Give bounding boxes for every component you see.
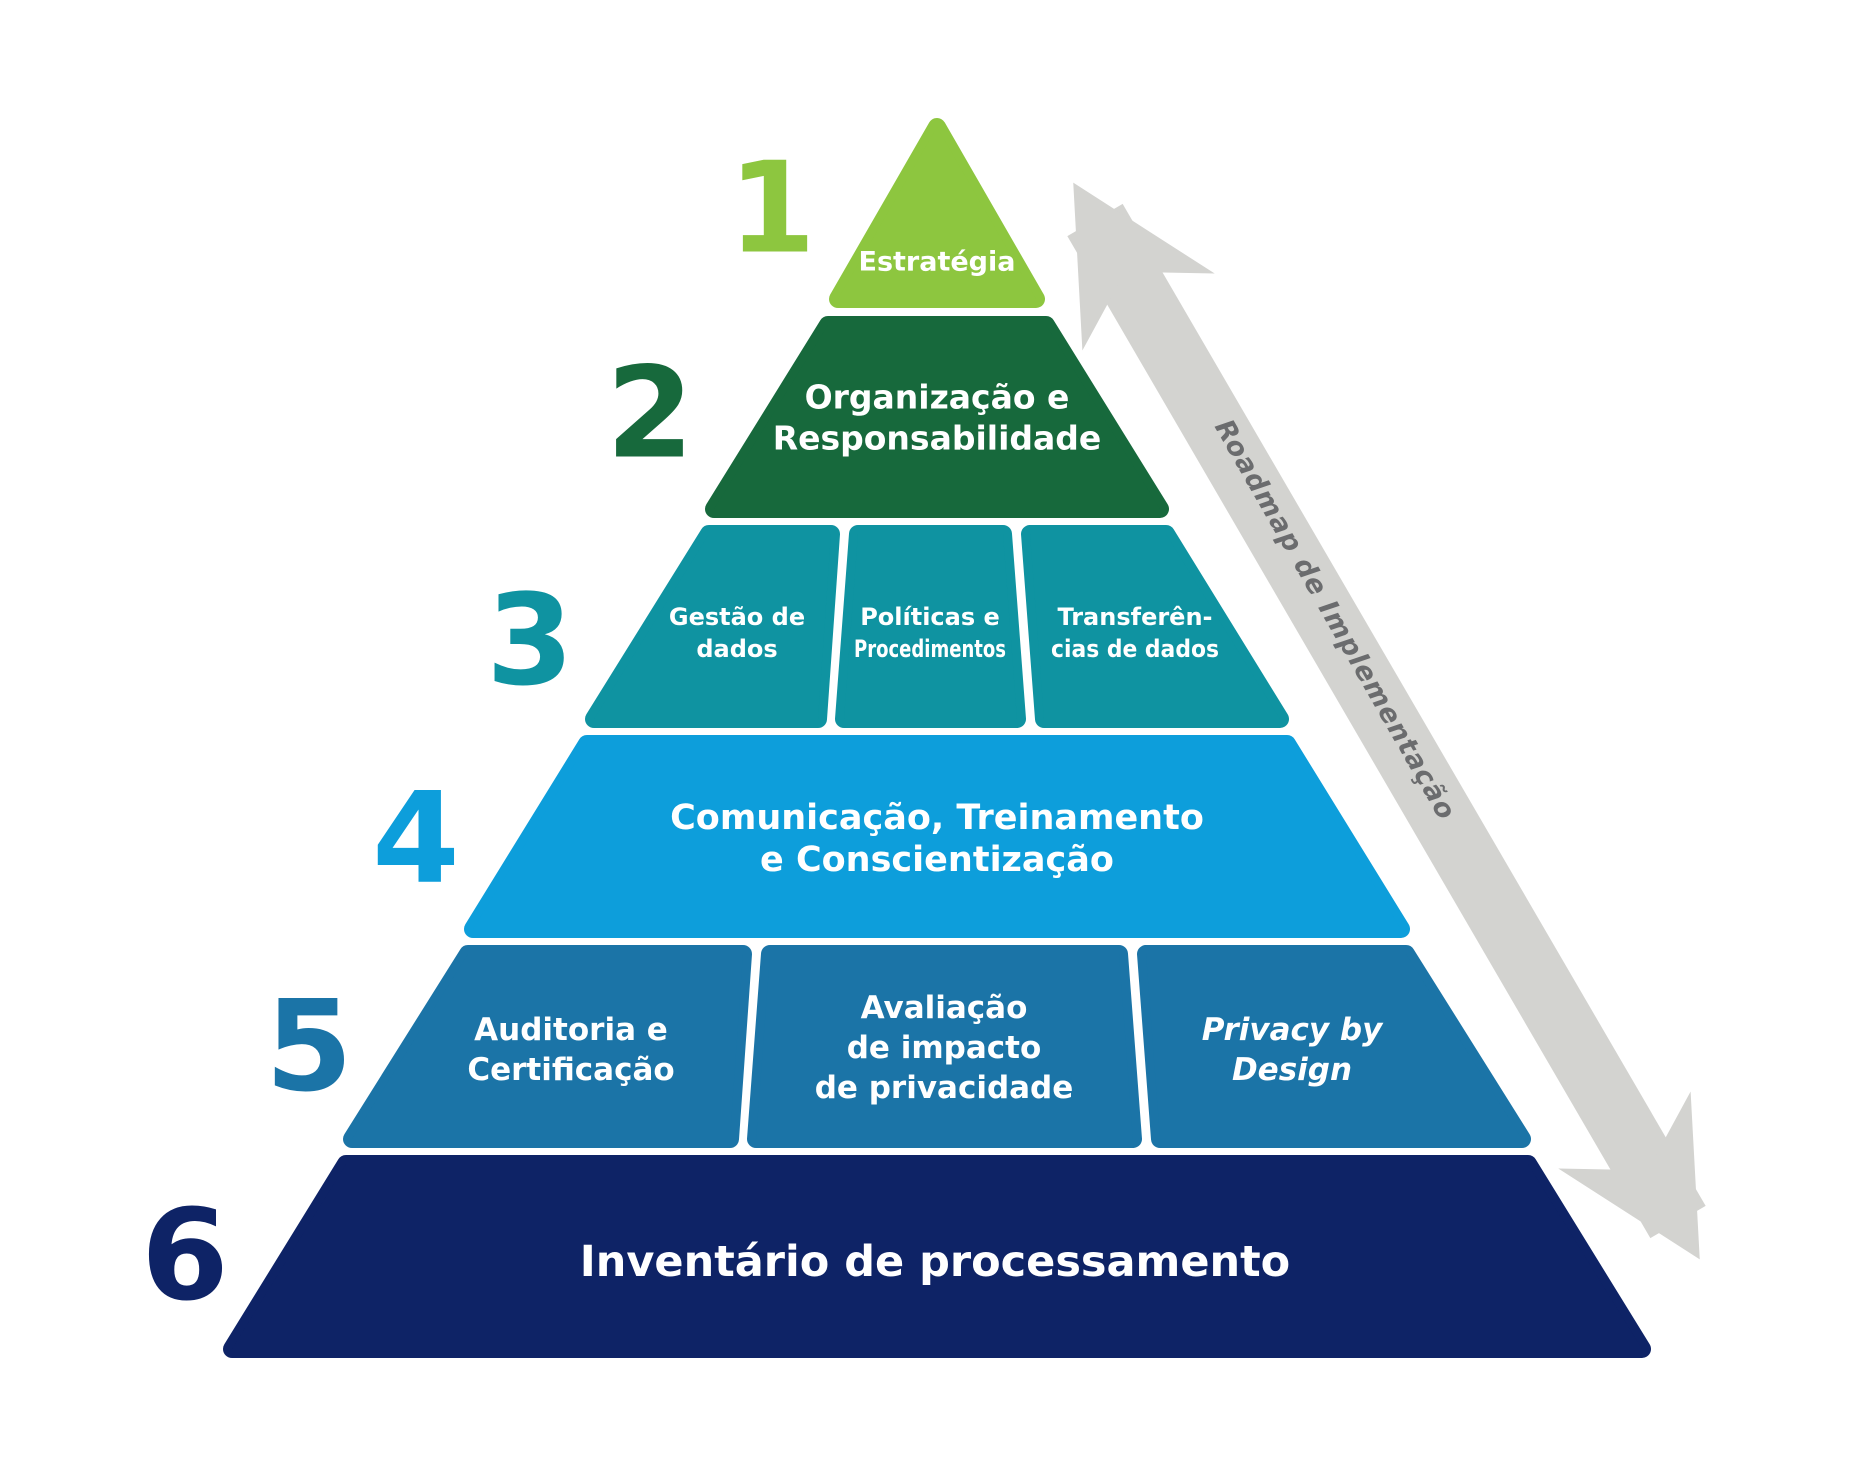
level-6: 6 Inventário de processamento <box>141 1155 1651 1358</box>
level-5-segment-2-line2: de impacto <box>847 1030 1042 1066</box>
level-5: 5 Auditoria e Certificação Avaliação de … <box>265 945 1531 1148</box>
level-4: 4 Comunicação, Treinamento e Conscientiz… <box>372 735 1410 938</box>
level-3-segment-1-band <box>585 525 840 728</box>
level-2-label-line2: Responsabilidade <box>773 419 1102 458</box>
level-5-segment-3-line2: Design <box>1232 1052 1352 1088</box>
level-2-label-line1: Organização e <box>805 378 1070 417</box>
level-5-segment-2-band <box>747 945 1142 1148</box>
level-2-band <box>705 316 1169 518</box>
level-5-segment-3-band <box>1137 945 1531 1148</box>
level-4-band <box>464 735 1410 938</box>
level-5-segment-1-line2: Certificação <box>467 1052 674 1088</box>
level-1-label: Estratégia <box>859 247 1016 278</box>
level-6-label: Inventário de processamento <box>580 1237 1290 1287</box>
level-2: 2 Organização e Responsabilidade <box>606 316 1169 518</box>
level-5-segment-2-line1: Avaliação <box>861 990 1028 1026</box>
level-3-segment-3-line1: Transferên- <box>1057 603 1212 631</box>
level-3-segment-3-band <box>1021 525 1289 728</box>
level-5-segment-3-line1: Privacy by <box>1202 1012 1384 1048</box>
level-3-segment-1-line2: dados <box>696 635 777 663</box>
level-6-number: 6 <box>141 1182 229 1329</box>
level-1-number: 1 <box>728 135 816 282</box>
level-4-label-line2: e Conscientização <box>760 840 1114 880</box>
level-3-segment-2-line1: Políticas e <box>860 603 1000 631</box>
level-3-segment-3-line2: cias de dados <box>1051 635 1219 663</box>
level-3-segment-2-line2: Procedimentos <box>854 635 1006 663</box>
level-3: 3 Gestão de dados Políticas e Procedimen… <box>486 525 1289 728</box>
level-1-band <box>829 118 1045 308</box>
level-5-segment-1-band <box>343 945 752 1148</box>
level-5-segment-1-line1: Auditoria e <box>474 1012 668 1048</box>
level-5-segment-2-line3: de privacidade <box>815 1070 1074 1106</box>
level-4-label-line1: Comunicação, Treinamento <box>670 798 1204 838</box>
level-5-number: 5 <box>265 973 353 1120</box>
level-3-segment-1-line1: Gestão de <box>669 603 805 631</box>
level-6-band <box>223 1155 1651 1358</box>
level-4-number: 4 <box>372 765 460 912</box>
roadmap-arrow-shaft <box>1067 182 1706 1260</box>
level-3-segment-2-band <box>835 525 1026 728</box>
level-2-number: 2 <box>606 340 694 487</box>
level-1: 1 Estratégia <box>728 118 1045 308</box>
level-3-number: 3 <box>486 567 574 714</box>
